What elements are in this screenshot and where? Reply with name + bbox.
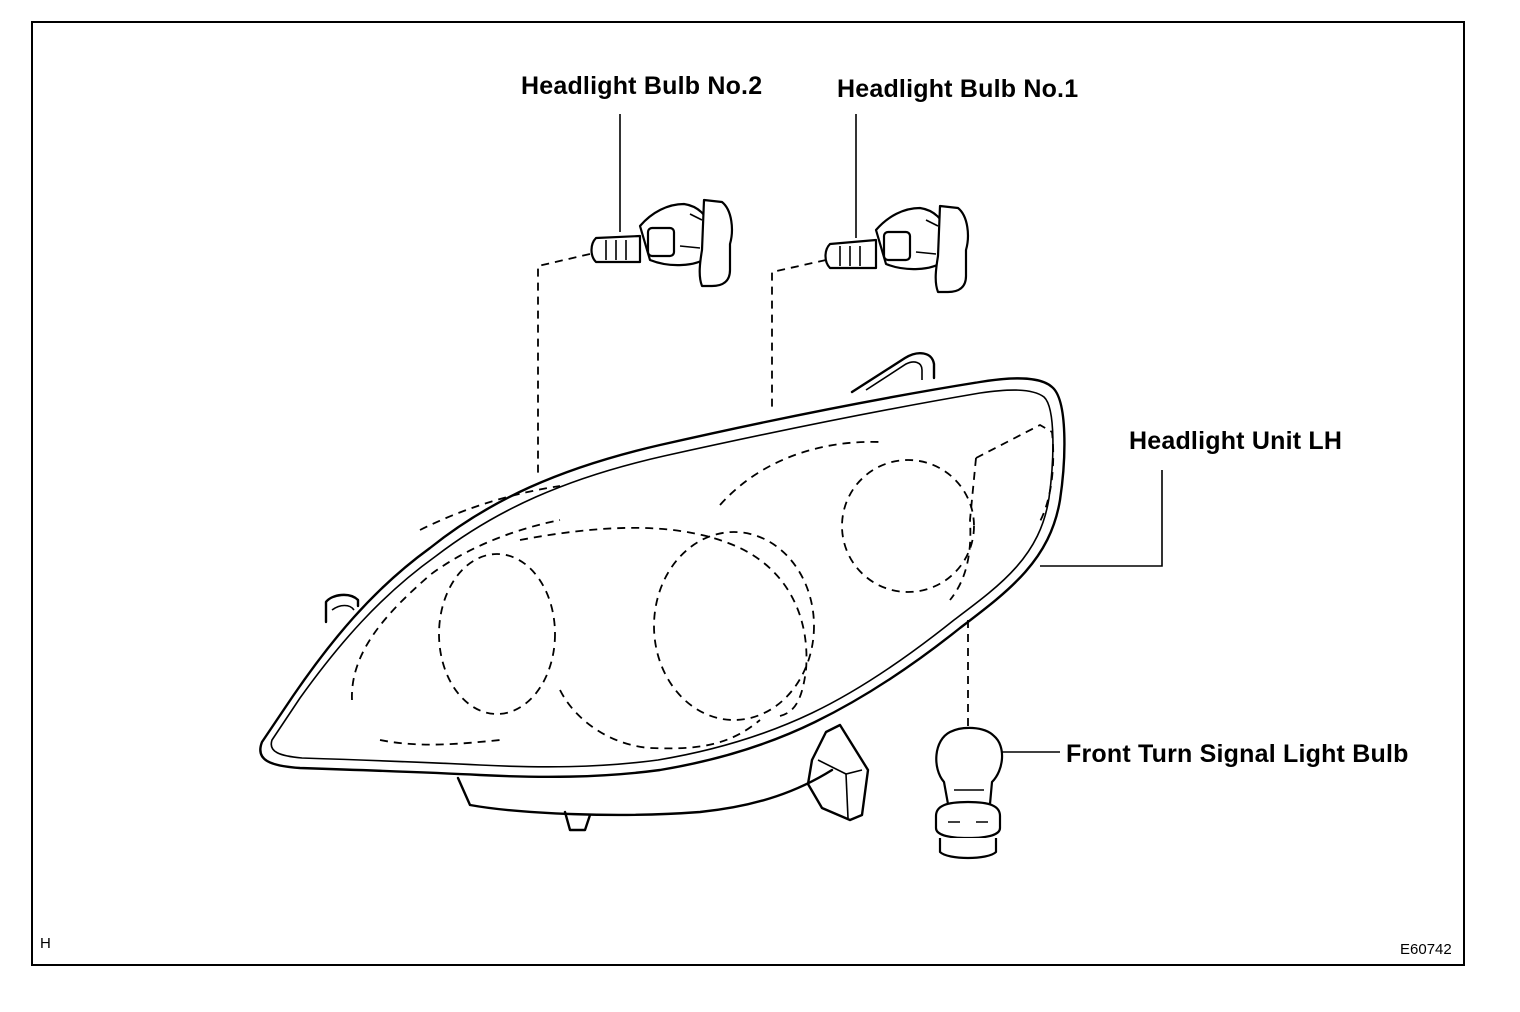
section-code: H xyxy=(40,935,51,952)
label-headlight-bulb-no1: Headlight Bulb No.1 xyxy=(837,75,1079,103)
installation-guide-lines xyxy=(537,253,969,726)
headlight-bulb-no1 xyxy=(824,204,969,294)
label-headlight-bulb-no2: Headlight Bulb No.2 xyxy=(521,72,763,100)
front-turn-signal-bulb xyxy=(934,726,1004,860)
label-headlight-unit-lh: Headlight Unit LH xyxy=(1129,427,1343,455)
label-front-turn-signal-bulb: Front Turn Signal Light Bulb xyxy=(1066,740,1409,768)
leader-lines xyxy=(619,114,1163,753)
headlight-bulb-no2 xyxy=(590,198,733,288)
figure-code: E60742 xyxy=(1400,941,1452,958)
reflector-hidden-lines xyxy=(351,423,1055,750)
headlight-unit-housing xyxy=(259,352,1066,832)
figure-frame xyxy=(31,21,1465,966)
